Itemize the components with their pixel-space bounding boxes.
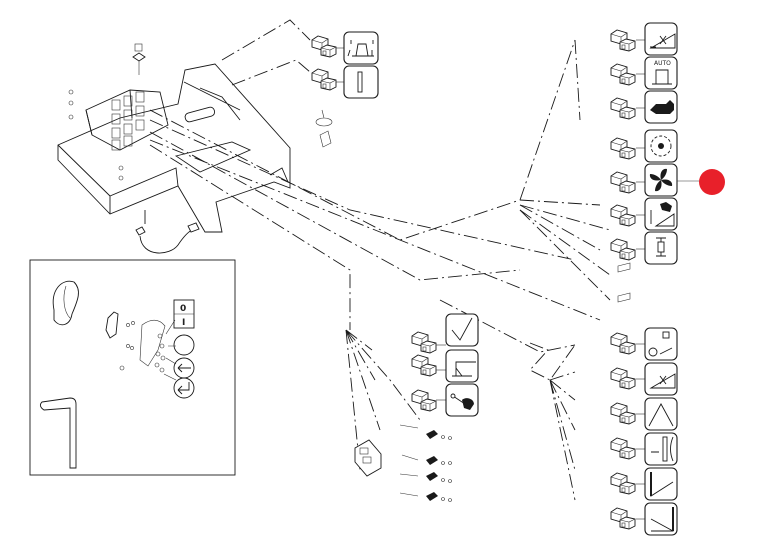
auto-header-height-icon: AUTO (644, 56, 678, 90)
lever-handle (52, 280, 79, 326)
return-arrow-icon (173, 377, 195, 399)
axle-icon (644, 231, 678, 265)
reel-rotor-icon (644, 129, 678, 163)
console-assembly (57, 43, 291, 254)
arrow-left-icon (173, 357, 195, 379)
vertical-bar-icon (343, 65, 379, 99)
chevron-up-icon (644, 397, 678, 431)
middle-switches (354, 313, 479, 502)
joystick-icon (445, 383, 479, 417)
feeder-sensor-icon (644, 327, 678, 361)
top-center-switches (311, 31, 379, 99)
hotspot-marker[interactable] (699, 169, 725, 195)
fan-icon (644, 163, 678, 197)
right-switch-column-top: AUTO (610, 22, 700, 265)
slope-right-icon (644, 502, 678, 536)
tilt-angle-icon (644, 362, 678, 396)
spout-icon (445, 349, 479, 383)
blank-circle-symbol (173, 334, 195, 356)
unloading-auger-icon (343, 31, 379, 65)
concave-gap-icon (644, 432, 678, 466)
right-switch-column-bottom (610, 327, 678, 536)
inset-detail-box: 0 I (29, 259, 236, 476)
combine-harvester-icon (644, 90, 678, 124)
checkmark-icon (445, 313, 479, 347)
switch-label-1: I (182, 318, 185, 328)
header-lift-icon (644, 197, 678, 231)
slope-left-icon (644, 467, 678, 501)
auto-label: AUTO (654, 60, 671, 67)
hex-key (39, 397, 77, 469)
tilt-angle-icon (644, 22, 678, 56)
power-switch-label-box: 0 I (173, 299, 195, 329)
switch-label-0: 0 (180, 304, 186, 314)
